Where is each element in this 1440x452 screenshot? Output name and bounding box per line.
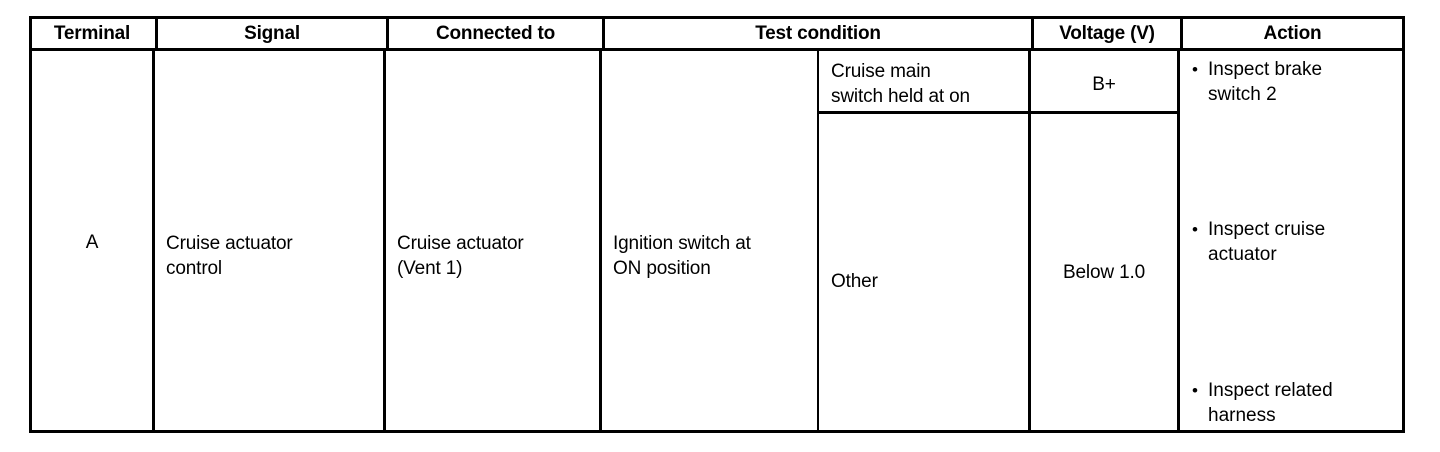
cell-voltage-sub-1: B+ (1092, 73, 1116, 95)
diagnostic-table: Terminal Signal Connected to Test condit… (29, 16, 1405, 433)
column-header-test-condition: Test condition (602, 19, 1031, 48)
cell-signal: Cruise actuator control (166, 233, 293, 279)
action-item-1: • Inspect brake switch 2 (1192, 57, 1404, 107)
column-header-connected-to: Connected to (386, 19, 602, 48)
column-header-terminal: Terminal (53, 22, 131, 44)
column-divider-condition-subsplit (817, 51, 819, 433)
column-divider-terminal-signal (152, 51, 155, 433)
bullet-icon: • (1192, 60, 1198, 79)
bullet-icon: • (1192, 381, 1198, 400)
action-item-1-label: Inspect brake switch 2 (1208, 59, 1323, 105)
bullet-icon: • (1192, 220, 1198, 239)
action-item-3: • Inspect related harness (1192, 378, 1404, 428)
column-header-signal: Signal (155, 19, 386, 48)
table-header-row: Terminal Signal Connected to Test condit… (32, 19, 1402, 51)
cell-terminal: A (85, 231, 99, 253)
column-divider-signal-connected (383, 51, 386, 433)
cell-connected-to: Cruise actuator (Vent 1) (397, 233, 524, 279)
action-item-3-label: Inspect related harness (1208, 380, 1333, 426)
column-divider-condition-voltage (1028, 51, 1031, 433)
cell-test-condition-sub-1: Cruise main switch held at on (831, 61, 970, 107)
action-item-2-label: Inspect cruise actuator (1208, 219, 1326, 265)
column-header-voltage: Voltage (V) (1031, 19, 1180, 48)
column-divider-voltage-action (1177, 51, 1180, 433)
cell-voltage-sub-2: Below 1.0 (1062, 261, 1146, 283)
column-header-action: Action (1180, 19, 1402, 48)
action-item-2: • Inspect cruise actuator (1192, 217, 1404, 267)
column-divider-connected-condition (599, 51, 602, 433)
table-body: A Cruise actuator control Cruise actuato… (32, 51, 1402, 433)
subrow-divider (817, 111, 1177, 114)
cell-test-condition-sub-2: Other (831, 271, 878, 292)
cell-test-condition-main: Ignition switch at ON position (613, 233, 751, 279)
